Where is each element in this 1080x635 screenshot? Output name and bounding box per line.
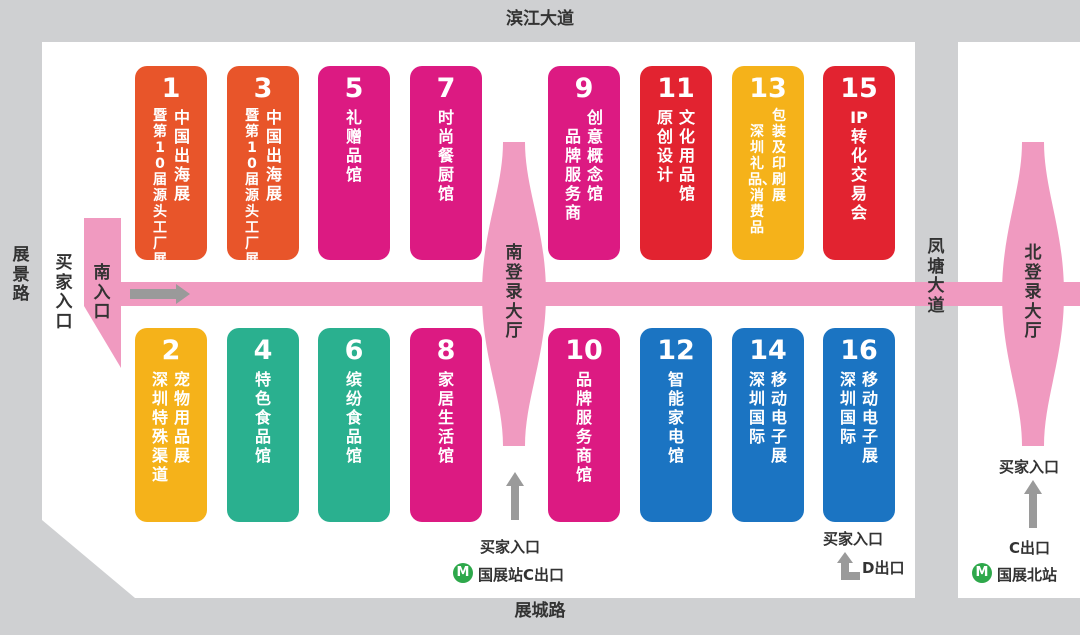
- hall-1[interactable]: 1 中国出海展 暨第10届源头工厂展: [135, 66, 207, 268]
- metro-icon: M: [972, 563, 992, 583]
- hall-9[interactable]: 9 创意概念馆 品牌服务商: [548, 66, 620, 260]
- buyer-entrance-bottom-right: 买家入口: [823, 530, 884, 548]
- hall-label: 创意概念馆: [586, 108, 603, 203]
- hall-number: 2: [161, 335, 181, 366]
- hall-label: 宠物用品展: [173, 370, 190, 465]
- hall-label: 家居生活馆: [437, 370, 454, 465]
- hall-number: 9: [574, 73, 594, 104]
- hall-13[interactable]: 13 包装及印刷展 深圳礼品、消费品: [732, 66, 804, 260]
- north-lobby-shape: [1002, 142, 1064, 446]
- hall-number: 6: [344, 335, 364, 366]
- north-lobby-label: 北登录大厅: [1024, 243, 1042, 342]
- south-entrance-shape: [84, 218, 121, 368]
- hall-label: 移动电子展: [861, 370, 878, 465]
- road-top-label: 滨江大道: [506, 9, 574, 29]
- arrow-up-icon: [837, 552, 860, 580]
- hall-label: IP转化交易会: [850, 108, 868, 222]
- hall-label: 深圳国际: [748, 370, 765, 446]
- road-left-label: 展景路: [12, 245, 30, 305]
- south-lobby-shape: [482, 142, 546, 446]
- hall-2[interactable]: 2 宠物用品展 深圳特殊渠道: [135, 328, 207, 522]
- hall-16[interactable]: 16 移动电子展 深圳国际: [823, 328, 895, 522]
- d-exit: D出口: [862, 559, 905, 577]
- central-corridor: [95, 282, 1080, 306]
- hall-number: 5: [344, 73, 364, 104]
- buyer-entrance-north: 买家入口: [999, 458, 1060, 476]
- hall-number: 10: [565, 335, 603, 366]
- hall-10[interactable]: 10 品牌服务商馆: [548, 328, 620, 522]
- hall-label: 中国出海展: [265, 108, 282, 203]
- hall-label: 中国出海展: [173, 108, 190, 203]
- hall-8[interactable]: 8 家居生活馆: [410, 328, 482, 522]
- corridor-arrow-icon: [130, 284, 190, 304]
- hall-label: 移动电子展: [770, 370, 787, 465]
- hall-14[interactable]: 14 移动电子展 深圳国际: [732, 328, 804, 522]
- hall-number: 13: [749, 73, 787, 104]
- hall-label: 特色食品馆: [254, 370, 271, 465]
- arrow-up-icon: [506, 472, 524, 520]
- hall-11[interactable]: 11 文化用品馆 原创设计: [640, 66, 712, 260]
- hall-number: 16: [840, 335, 878, 366]
- metro-north-station: 国展北站: [997, 566, 1058, 584]
- hall-label: 智能家电馆: [667, 370, 684, 465]
- arrow-up-icon: [1024, 480, 1042, 528]
- hall-number: 7: [436, 73, 456, 104]
- road-middle-label: 凤塘大道: [927, 237, 945, 316]
- hall-label: 时尚餐厨馆: [437, 108, 454, 203]
- hall-label: 文化用品馆: [678, 108, 695, 203]
- hall-number: 1: [161, 73, 181, 104]
- diagonal-road: [0, 470, 90, 635]
- hall-label: 包装及印刷展: [772, 108, 786, 204]
- hall-number: 14: [749, 335, 787, 366]
- buyer-entrance-bottom-mid: 买家入口: [480, 538, 541, 556]
- hall-number: 12: [657, 335, 695, 366]
- hall-label: 缤纷食品馆: [345, 370, 362, 465]
- hall-15[interactable]: 15 IP转化交易会: [823, 66, 895, 260]
- hall-5[interactable]: 5 礼赠品馆: [318, 66, 390, 260]
- hall-7[interactable]: 7 时尚餐厨馆: [410, 66, 482, 260]
- hall-4[interactable]: 4 特色食品馆: [227, 328, 299, 522]
- hall-number: 8: [436, 335, 456, 366]
- hall-number: 11: [657, 73, 695, 104]
- hall-number: 4: [253, 335, 273, 366]
- c-exit: C出口: [1009, 539, 1051, 557]
- hall-3[interactable]: 3 中国出海展 暨第10届源头工厂展: [227, 66, 299, 268]
- hall-label: 原创设计: [656, 108, 673, 184]
- metro-c-exit: 国展站C出口: [478, 566, 565, 584]
- hall-number: 15: [840, 73, 878, 104]
- road-bottom-label: 展城路: [514, 601, 566, 621]
- hall-label: 暨第10届源头工厂展: [245, 108, 259, 268]
- hall-label: 品牌服务商: [564, 127, 581, 222]
- hall-label: 品牌服务商馆: [575, 370, 592, 484]
- hall-label: 暨第10届源头工厂展: [153, 108, 167, 268]
- hall-label: 深圳礼品、消费品: [748, 124, 776, 236]
- hall-6[interactable]: 6 缤纷食品馆: [318, 328, 390, 522]
- hall-label: 深圳国际: [839, 370, 856, 446]
- south-lobby-label: 南登录大厅: [505, 243, 523, 342]
- south-entrance-label: 南入口: [93, 263, 111, 323]
- hall-12[interactable]: 12 智能家电馆: [640, 328, 712, 522]
- hall-number: 3: [253, 73, 273, 104]
- hall-label: 礼赠品馆: [345, 108, 362, 184]
- metro-icon: M: [453, 563, 473, 583]
- buyer-entrance-left-label: 买家入口: [55, 253, 73, 332]
- hall-label: 深圳特殊渠道: [151, 370, 168, 484]
